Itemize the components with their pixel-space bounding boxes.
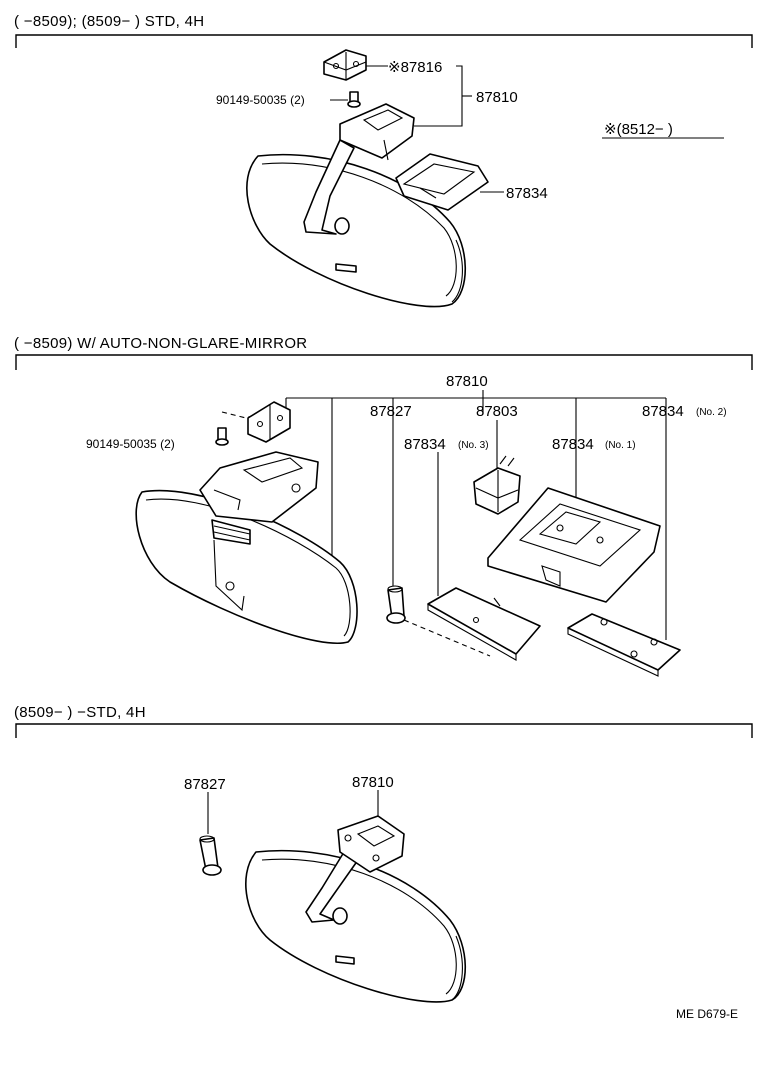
- cover-no1: [487, 487, 661, 603]
- label-87834-no2: 87834: [642, 403, 684, 420]
- section-3: (8509− ) −STD, 4H 87827: [14, 704, 753, 1003]
- rearview-mirror-auto: [135, 451, 358, 644]
- section-1: ( −8509); (8509− ) STD, 4H: [14, 13, 753, 308]
- section-1-header: ( −8509); (8509− ) STD, 4H: [14, 13, 204, 30]
- callout-tree-87810: [285, 390, 667, 640]
- label-87834-no1: 87834: [552, 436, 594, 453]
- label-note-8512: ※(8512− ): [604, 121, 673, 138]
- cover-no3: [427, 587, 541, 661]
- label-87810-s1: 87810: [476, 89, 518, 106]
- mounting-pin-std: [199, 835, 222, 876]
- section-1-frame: [15, 34, 753, 48]
- label-87810-s3: 87810: [352, 774, 394, 791]
- suffix-no3: (No. 3): [458, 440, 489, 451]
- section-2-frame: [15, 354, 753, 370]
- dashed-pin-path: [403, 619, 491, 657]
- section-3-header: (8509− ) −STD, 4H: [14, 704, 146, 721]
- mirror-cover: [395, 153, 489, 211]
- mirror-bracket-plate-anm: [247, 401, 291, 443]
- mirror-bracket-plate: [323, 49, 367, 81]
- screw-anm: [215, 427, 229, 446]
- label-87827-s3: 87827: [184, 776, 226, 793]
- rearview-mirror-std-2: [245, 815, 467, 1003]
- harness-connector: [473, 455, 521, 515]
- cover-no2: [567, 613, 681, 677]
- suffix-no2: (No. 2): [696, 407, 727, 418]
- diagram-code: ME D679-E: [676, 1007, 738, 1021]
- mounting-pin: [386, 585, 406, 624]
- label-bolt-2: 90149-50035 (2): [86, 437, 175, 451]
- screw: [347, 91, 361, 108]
- label-87803: 87803: [476, 403, 518, 420]
- label-87810-s2: 87810: [446, 373, 488, 390]
- section-3-frame: [15, 723, 753, 738]
- label-bolt-1: 90149-50035 (2): [216, 93, 305, 107]
- label-87816: ※87816: [388, 59, 442, 76]
- suffix-no1: (No. 1): [605, 440, 636, 451]
- section-2-header: ( −8509) W/ AUTO-NON-GLARE-MIRROR: [14, 335, 307, 352]
- label-87834-no3: 87834: [404, 436, 446, 453]
- section-2: ( −8509) W/ AUTO-NON-GLARE-MIRROR: [14, 335, 753, 677]
- label-87827-s2: 87827: [370, 403, 412, 420]
- label-87834-s1: 87834: [506, 185, 548, 202]
